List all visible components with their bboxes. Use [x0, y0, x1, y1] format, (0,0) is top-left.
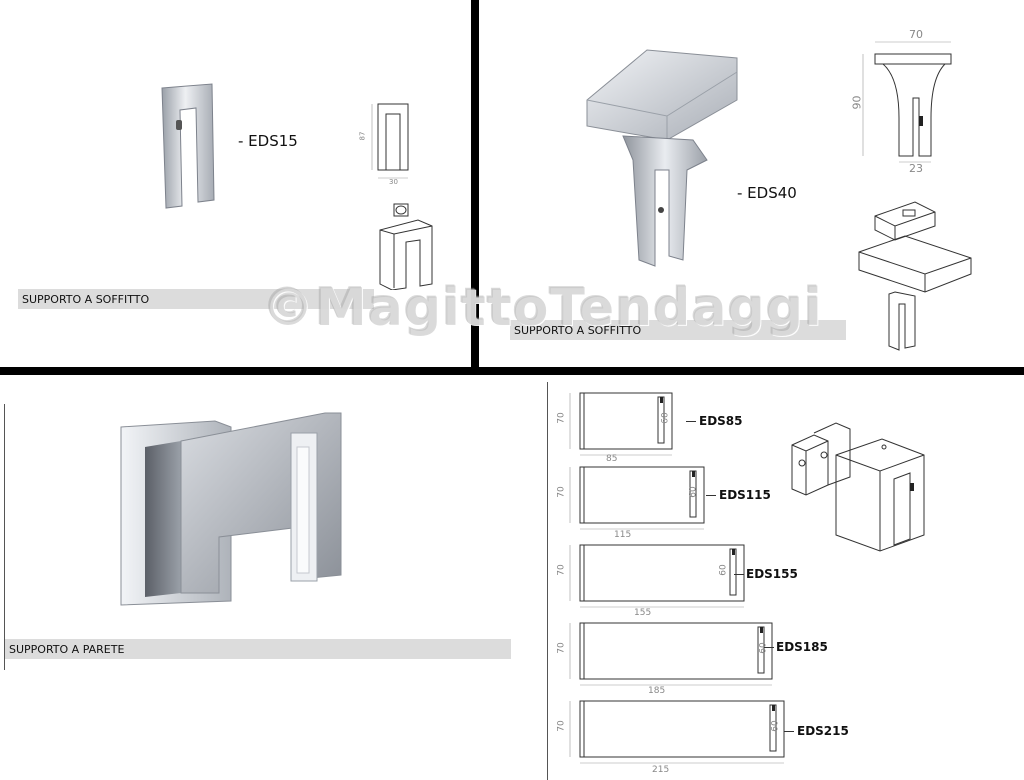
eds15-label: SUPPORTO A SOFFITTO	[22, 293, 150, 306]
eds40-dim-height: 90	[850, 95, 864, 110]
eds15-photo	[161, 83, 215, 209]
watermark-text: ©MagittoTendaggi	[262, 278, 823, 338]
size-height-eds85: 70	[556, 412, 567, 424]
size-drawing-eds215	[569, 700, 785, 764]
divider-horizontal	[0, 367, 1024, 375]
eds40-photo	[586, 49, 738, 267]
size-length-eds115: 115	[614, 530, 632, 540]
eds15-dim-height: 87	[358, 131, 367, 141]
leader-line	[764, 647, 774, 648]
eds15-code: - EDS15	[238, 132, 298, 150]
wall-support-label-bar: SUPPORTO A PARETE	[5, 639, 511, 659]
wall-support-iso-drawing	[791, 422, 925, 552]
divider-thin-bottom-right	[547, 382, 548, 780]
size-code-eds185: EDS185	[776, 640, 828, 654]
eds40-dim-slot: 23	[909, 162, 923, 175]
size-height-eds155: 70	[556, 564, 567, 576]
leader-line	[686, 421, 696, 422]
size-code-eds215: EDS215	[797, 724, 849, 738]
size-depth-eds215: 60	[770, 720, 781, 732]
panel-eds-sizes: 70 60 85 EDS85 70 60 115 EDS115 70	[548, 375, 1024, 780]
eds40-tech-drawing	[862, 41, 952, 163]
size-depth-eds185: 60	[758, 642, 769, 654]
size-depth-eds85: 60	[660, 412, 671, 424]
size-height-eds115: 70	[556, 486, 567, 498]
eds15-tech-drawing	[371, 103, 409, 179]
panel-eds40: - EDS40 70 90 23 SUPPORTO A SOFFITTO	[479, 0, 1024, 367]
wall-support-label: SUPPORTO A PARETE	[9, 643, 125, 656]
eds40-dim-width: 70	[909, 28, 923, 41]
size-depth-eds155: 60	[718, 564, 729, 576]
eds40-label-bar: SUPPORTO A SOFFITTO	[510, 320, 846, 340]
wall-support-photo	[120, 412, 342, 606]
eds15-iso-drawing	[379, 203, 433, 290]
size-code-eds115: EDS115	[719, 488, 771, 502]
size-code-eds155: EDS155	[746, 567, 798, 581]
leader-line	[784, 731, 794, 732]
eds15-dim-width: 30	[389, 178, 398, 186]
size-drawing-eds185	[569, 622, 773, 686]
size-drawing-eds85	[569, 392, 673, 456]
size-length-eds85: 85	[606, 454, 618, 464]
eds40-iso-drawing	[858, 201, 972, 351]
divider-thin-bottom-left	[4, 404, 5, 670]
size-code-eds85: EDS85	[699, 414, 743, 428]
leader-line	[734, 574, 744, 575]
size-drawing-eds115	[569, 466, 705, 530]
size-length-eds185: 185	[648, 686, 666, 696]
size-length-eds215: 215	[652, 765, 670, 775]
size-height-eds215: 70	[556, 720, 567, 732]
size-depth-eds115: 60	[688, 486, 699, 498]
size-drawing-eds155	[569, 544, 745, 608]
eds15-label-bar: SUPPORTO A SOFFITTO	[18, 289, 374, 309]
panel-wall-support: SUPPORTO A PARETE	[5, 375, 545, 675]
eds40-label: SUPPORTO A SOFFITTO	[514, 324, 642, 337]
panel-eds15: - EDS15 87 30 SUPPORTO A SOFFITTO	[0, 0, 471, 367]
divider-vertical-top	[471, 0, 479, 372]
size-length-eds155: 155	[634, 608, 652, 618]
eds40-code: - EDS40	[737, 184, 797, 202]
leader-line	[706, 495, 716, 496]
size-height-eds185: 70	[556, 642, 567, 654]
